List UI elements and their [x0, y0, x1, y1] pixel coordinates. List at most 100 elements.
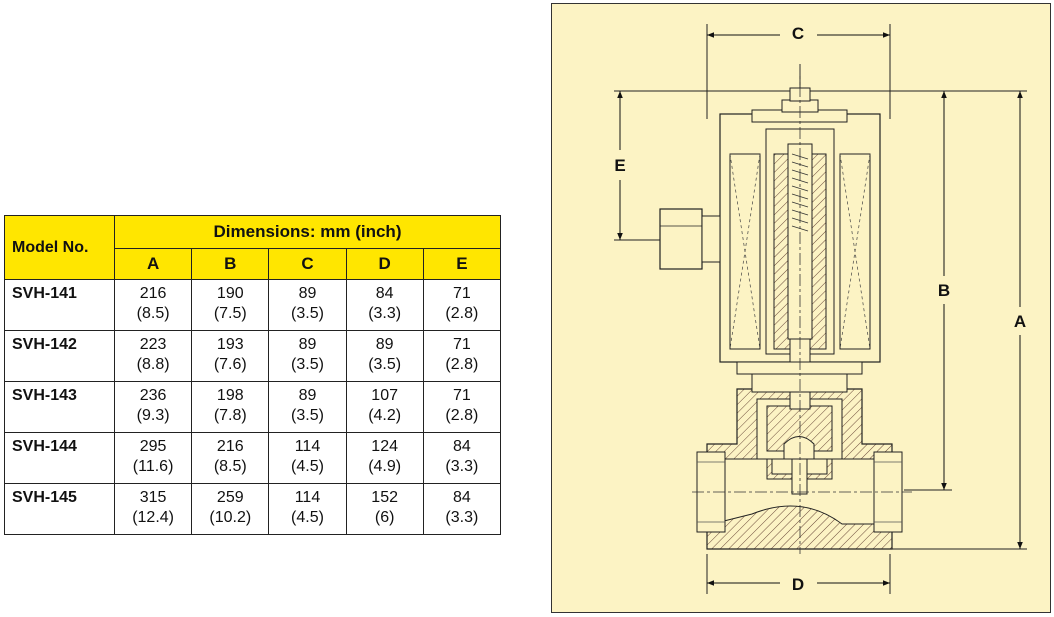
mm-value: 236 [139, 387, 167, 404]
dimensions-table: Model No. Dimensions: mm (inch) A B C D … [4, 215, 502, 535]
inch-value: (2.8) [445, 356, 479, 373]
dimension-cell-a: 315 (12.4) [113, 483, 193, 535]
mm-value: 84 [452, 489, 471, 506]
inch-value: (11.6) [132, 458, 174, 475]
model-number-cell: SVH-141 [4, 279, 115, 331]
dimensions-group-header: Dimensions: mm (inch) [114, 215, 501, 249]
mm-value: 84 [375, 285, 394, 302]
mm-value: 193 [216, 336, 244, 353]
valve-body [696, 388, 903, 550]
inch-value: (7.8) [213, 407, 247, 424]
mm-value: 84 [452, 438, 471, 455]
dimension-cell-e: 84 (3.3) [422, 432, 502, 484]
column-header-d: D [345, 248, 424, 280]
dimension-cell-b: 193 (7.6) [191, 330, 270, 382]
inch-value: (4.5) [291, 458, 324, 475]
extension-lines [614, 24, 1027, 594]
inch-value: (4.2) [368, 407, 402, 424]
model-header: Model No. [4, 215, 115, 280]
model-number-cell: SVH-142 [4, 330, 115, 382]
dimension-cell-b: 216 (8.5) [191, 432, 270, 484]
dimension-cell-c: 114 (4.5) [268, 483, 347, 535]
inch-value: (12.4) [132, 509, 174, 526]
mm-value: 190 [216, 285, 244, 302]
mm-value: 216 [216, 438, 244, 455]
mm-value: 114 [294, 489, 321, 506]
inch-value: (6) [374, 509, 395, 526]
mm-value: 71 [452, 336, 471, 353]
table-row: SVH-143 236 (9.3) 198 (7.8) 89 (3.5) 107 (4.2) 71… [4, 381, 502, 433]
inch-value: (4.9) [368, 458, 402, 475]
dimension-label-d: D [792, 575, 804, 594]
dimension-cell-a: 216 (8.5) [113, 279, 193, 331]
inch-value: (2.8) [445, 407, 479, 424]
inch-value: (9.3) [136, 407, 170, 424]
inch-value: (3.5) [291, 305, 324, 322]
mm-value: 315 [139, 489, 167, 506]
dimension-cell-e: 71 (2.8) [422, 381, 502, 433]
inch-value: (4.5) [291, 509, 324, 526]
mm-value: 152 [371, 489, 398, 506]
dimension-cell-d: 152(6) [345, 483, 424, 535]
dimension-cell-e: 71 (2.8) [422, 279, 502, 331]
dimension-label-a: A [1014, 312, 1026, 331]
mm-value: 71 [452, 387, 471, 404]
dimension-cell-e: 71 (2.8) [422, 330, 502, 382]
dimension-label-b: B [938, 281, 950, 300]
model-number-cell: SVH-143 [4, 381, 115, 433]
dimension-cell-a: 236 (9.3) [113, 381, 193, 433]
mm-value: 216 [139, 285, 167, 302]
dimension-label-c: C [792, 24, 804, 43]
dimension-cell-c: 114(4.5) [268, 432, 347, 484]
column-header-e: E [422, 248, 502, 280]
dimension-lines [617, 32, 1023, 586]
column-header-b: B [191, 248, 270, 280]
inch-value: (8.5) [213, 458, 247, 475]
column-header-a: A [113, 248, 193, 280]
dimension-cell-c: 89 (3.5) [268, 381, 347, 433]
mm-value: 295 [139, 438, 167, 455]
inch-value: (3.3) [445, 458, 479, 475]
conduit-connector [659, 208, 721, 270]
valve-drawing-panel: C D E B A [551, 3, 1051, 613]
mm-value: 89 [298, 336, 317, 353]
dimension-cell-b: 259 (10.2) [191, 483, 270, 535]
mm-value: 89 [298, 285, 317, 302]
dimension-cell-a: 295 (11.6) [113, 432, 193, 484]
inch-value: (8.5) [136, 305, 170, 322]
model-number-cell: SVH-144 [4, 432, 115, 484]
dimension-cell-d: 124 (4.9) [345, 432, 424, 484]
dimension-cell-b: 190 (7.5) [191, 279, 270, 331]
dimension-cell-c: 89 (3.5) [268, 330, 347, 382]
inch-value: (7.6) [213, 356, 247, 373]
dimension-cell-c: 89 (3.5) [268, 279, 347, 331]
table-row: SVH-144 295 (11.6) 216 (8.5) 114(4.5) 124 (4.9)… [4, 432, 502, 484]
table-row: SVH-141 216 (8.5) 190 (7.5) 89 (3.5) 84 (3.3) 71 (… [4, 279, 502, 331]
inch-value: (3.5) [368, 356, 402, 373]
inch-value: (3.5) [291, 407, 324, 424]
inch-value: (10.2) [209, 509, 252, 526]
inch-value: (3.3) [445, 509, 479, 526]
mm-value: 198 [216, 387, 244, 404]
valve-cross-section-diagram: C D E B A [614, 24, 1027, 594]
mm-value: 259 [216, 489, 244, 506]
inch-value: (3.5) [291, 356, 324, 373]
inch-value: (7.5) [213, 305, 247, 322]
dimension-cell-b: 198 (7.8) [191, 381, 270, 433]
mm-value: 223 [139, 336, 167, 353]
mm-value: 107 [371, 387, 398, 404]
dimension-cell-d: 84 (3.3) [345, 279, 424, 331]
inch-value: (3.3) [368, 305, 402, 322]
mm-value: 124 [371, 438, 398, 455]
inch-value: (8.8) [136, 356, 170, 373]
dimension-cell-d: 89(3.5) [345, 330, 424, 382]
dimension-cell-e: 84 (3.3) [422, 483, 502, 535]
mm-value: 71 [452, 285, 471, 302]
dimension-label-e: E [614, 156, 625, 175]
inch-value: (2.8) [445, 305, 479, 322]
mm-value: 89 [298, 387, 317, 404]
dimension-cell-d: 107 (4.2) [345, 381, 424, 433]
dimension-cell-a: 223 (8.8) [113, 330, 193, 382]
